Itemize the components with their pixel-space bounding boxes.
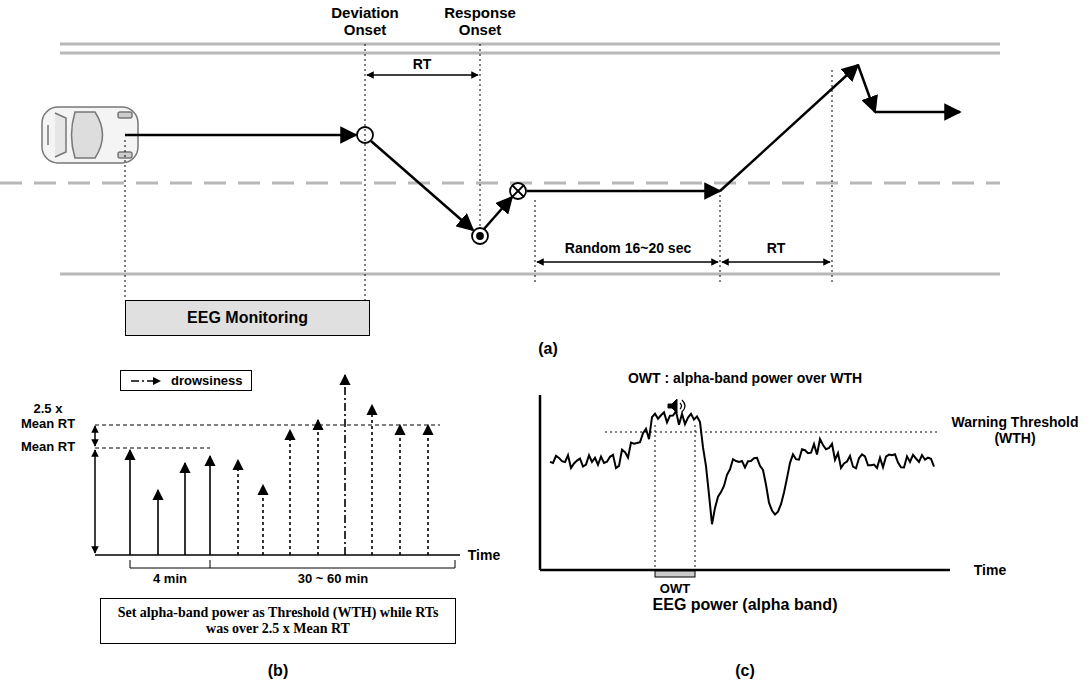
chart-caption: EEG power (alpha band) <box>653 596 838 614</box>
interval-label: RT <box>767 240 786 256</box>
rt-arrow <box>344 375 346 555</box>
car <box>42 107 138 163</box>
axis-label: Time <box>468 547 500 563</box>
rt-arrow <box>371 405 373 555</box>
box-text: EEG Monitoring <box>187 309 308 327</box>
rt-arrow <box>317 420 319 555</box>
eeg-signal <box>550 411 934 524</box>
chart-title: OWT : alpha-band power over WTH <box>628 370 862 386</box>
guide-lines <box>125 44 832 300</box>
rt-chart <box>95 425 460 568</box>
axis-label: 2.5 x Mean RT <box>17 402 79 432</box>
rt-arrow <box>209 456 211 555</box>
event-label: Response Onset <box>440 4 520 39</box>
interval-arrows <box>367 75 830 262</box>
event-label: Deviation Onset <box>325 4 405 39</box>
rt-arrow <box>289 430 291 555</box>
road <box>0 44 1000 274</box>
box-text: Set alpha-band power as Threshold (WTH) … <box>109 605 447 637</box>
interval-label: OWT <box>660 582 690 597</box>
rt-arrow <box>129 450 131 555</box>
interval-label: 30 ~ 60 min <box>298 572 368 587</box>
rt-arrow <box>157 490 159 555</box>
trajectory <box>125 65 960 230</box>
interval-label: Random 16~20 sec <box>565 240 691 256</box>
speaker-icon <box>668 399 685 413</box>
legend-sample <box>129 374 163 388</box>
axis-label: Time <box>974 562 1006 578</box>
panel-label: (c) <box>735 662 755 680</box>
rt-arrow <box>399 425 401 555</box>
interval-label: 4 min <box>153 572 187 587</box>
panel-label: (b) <box>268 662 288 680</box>
panel-label: (a) <box>538 340 558 358</box>
rt-arrows <box>130 375 428 555</box>
legend-item: drowsiness <box>120 370 252 391</box>
interval-label: RT <box>413 56 432 72</box>
rt-arrow <box>262 485 264 555</box>
threshold-label: Warning Threshold (WTH) <box>945 414 1085 446</box>
monitoring-box: EEG Monitoring <box>125 300 370 336</box>
threshold-note-box: Set alpha-band power as Threshold (WTH) … <box>100 598 456 644</box>
eeg-chart <box>540 395 950 577</box>
rt-arrow <box>237 460 239 555</box>
legend-text: drowsiness <box>171 373 243 388</box>
rt-arrow <box>427 425 429 555</box>
rt-arrow <box>184 463 186 555</box>
axis-label: Mean RT <box>21 440 75 455</box>
event-markers <box>357 127 526 244</box>
